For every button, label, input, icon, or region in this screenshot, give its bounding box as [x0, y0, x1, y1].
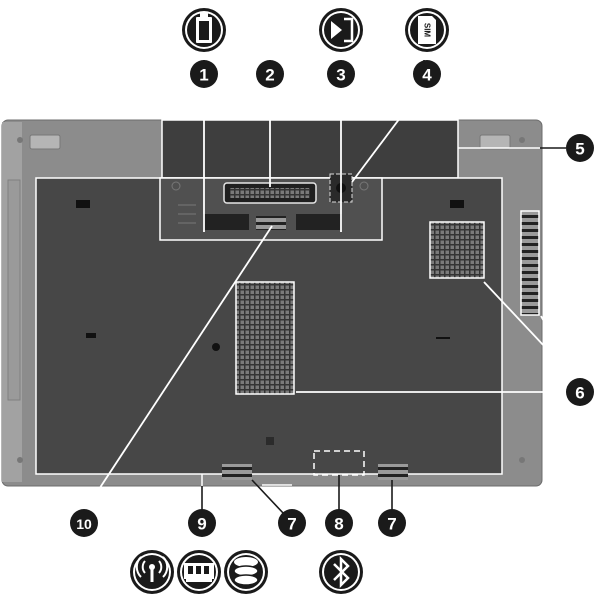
callout-5-label: 5 [575, 140, 584, 159]
vent-center [235, 281, 295, 395]
dock-slot-left [203, 214, 249, 230]
battery-bay-panel [161, 119, 459, 179]
callout-4: 4 [413, 60, 441, 88]
bottom-panel [35, 173, 540, 475]
callout-1: 1 [190, 60, 218, 88]
callout-2: 2 [256, 60, 284, 88]
callout-4-label: 4 [422, 66, 432, 85]
callout-3: 3 [327, 60, 355, 88]
callout-7a: 7 [278, 509, 306, 537]
leader-7a [251, 479, 285, 515]
callout-10-label: 10 [76, 516, 92, 532]
chassis-foot-tr [479, 134, 511, 150]
vent-right [429, 221, 485, 279]
chassis-side-port [7, 179, 21, 401]
speaker-left [222, 464, 252, 480]
memory-icon [177, 550, 221, 594]
leader-10 [83, 225, 273, 513]
dock-screw-r [359, 181, 369, 191]
leader-6b [540, 315, 577, 381]
callout-2-label: 2 [265, 66, 274, 85]
callout-8-label: 8 [334, 515, 343, 534]
panel-mark-right [436, 337, 450, 339]
screw-br [519, 457, 525, 463]
bluetooth-compartment [313, 450, 365, 476]
callout-9: 9 [188, 509, 216, 537]
leader-lines-white [83, 85, 577, 513]
callout-6: 6 [566, 378, 594, 406]
panel-screw-center [212, 343, 220, 351]
screw-tl [17, 137, 23, 143]
leader-6a [483, 281, 577, 381]
screw-bl [17, 457, 23, 463]
accessory-battery-connector [256, 216, 286, 230]
drive-icon [224, 550, 268, 594]
wireless-icon [130, 550, 174, 594]
callout-7b: 7 [378, 509, 406, 537]
panel-screw-bottom [266, 437, 274, 445]
battery-icon [182, 8, 226, 52]
chassis-foot-tl [29, 134, 61, 150]
callout-9-label: 9 [197, 515, 206, 534]
docking-connector-pins [230, 188, 310, 198]
panel-mark-left [86, 333, 96, 338]
callout-10: 10 [70, 509, 98, 537]
callout-7a-label: 7 [287, 515, 296, 534]
callout-6-label: 6 [575, 384, 584, 403]
speaker-right [378, 464, 408, 480]
callout-3-label: 3 [336, 66, 345, 85]
dock-slot-right [296, 214, 342, 230]
foot-marker-tr [450, 200, 464, 208]
bottom-edge [201, 450, 408, 486]
battery-release-icon [319, 8, 363, 52]
callout-5: 5 [566, 134, 594, 162]
callouts: 1 2 3 4 5 6 7 8 [70, 60, 594, 537]
sim-icon: SIM [405, 8, 449, 52]
foot-marker-tl [76, 200, 90, 208]
sim-icon-text: SIM [423, 23, 432, 38]
callout-1-label: 1 [199, 66, 208, 85]
leader-4 [351, 85, 425, 183]
screw-tr [519, 137, 525, 143]
callout-7b-label: 7 [387, 515, 396, 534]
dock-screw-l [171, 181, 181, 191]
callout-8: 8 [325, 509, 353, 537]
bluetooth-icon [319, 550, 363, 594]
vent-side [520, 210, 540, 316]
